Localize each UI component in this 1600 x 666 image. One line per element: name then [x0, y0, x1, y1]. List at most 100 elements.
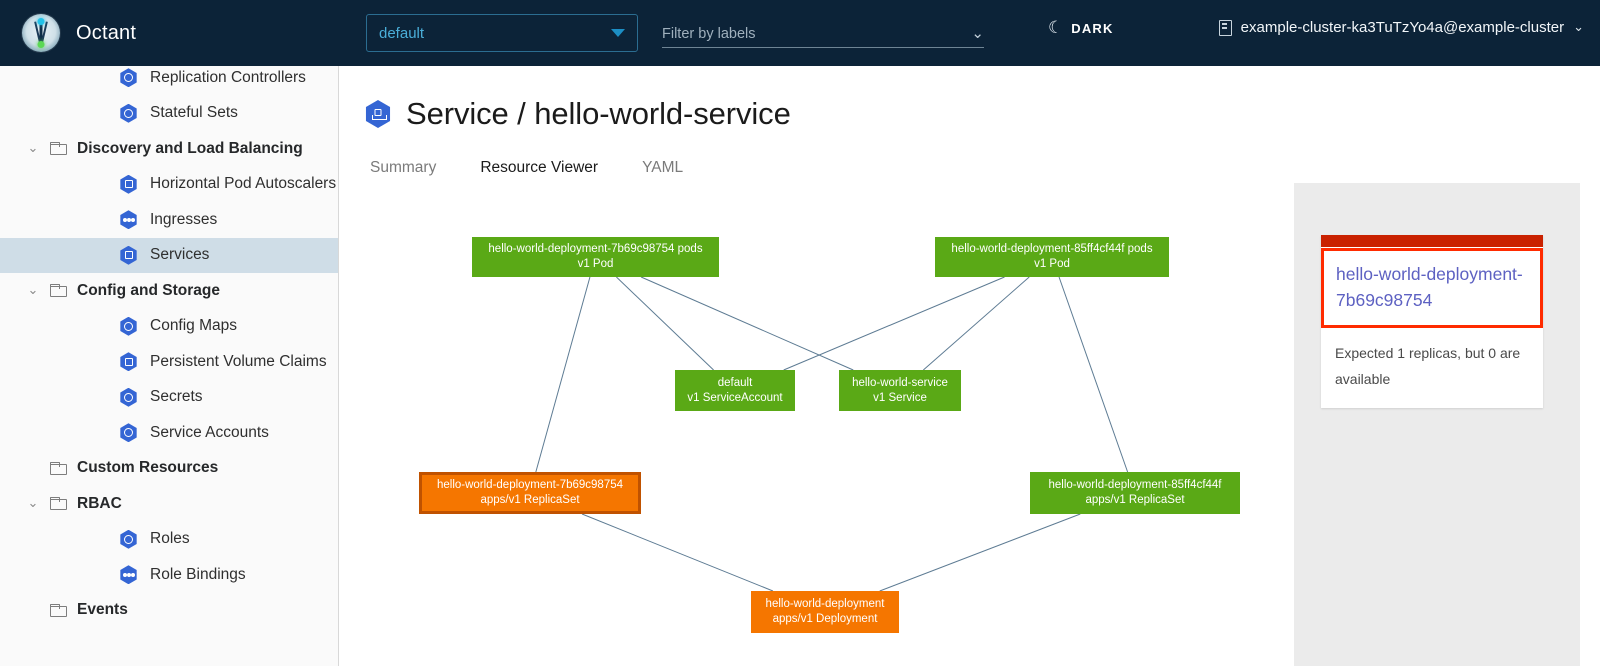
- folder-icon: [50, 603, 67, 617]
- label-filter-input[interactable]: Filter by labels ⌄: [662, 18, 984, 48]
- detail-card: hello-world-deployment-7b69c98754 Expect…: [1321, 235, 1543, 408]
- graph-node-kind: v1 Pod: [1034, 258, 1070, 270]
- sidebar-item-label: Replication Controllers: [150, 68, 306, 86]
- kubernetes-hpa-icon: [120, 174, 137, 194]
- brand[interactable]: Octant: [22, 14, 136, 52]
- chevron-down-icon: ⌄: [971, 24, 984, 42]
- detail-card-title-link[interactable]: hello-world-deployment-7b69c98754: [1336, 264, 1523, 310]
- label-filter-placeholder: Filter by labels: [662, 26, 756, 42]
- sidebar-item-label: Discovery and Load Balancing: [77, 139, 303, 157]
- sidebar-item-config-maps[interactable]: ⌄Config Maps: [0, 309, 338, 345]
- sidebar-item-roles[interactable]: ⌄Roles: [0, 522, 338, 558]
- chevron-down-icon[interactable]: ⌄: [27, 283, 39, 299]
- sidebar-item-persistent-volume-claims[interactable]: ⌄Persistent Volume Claims: [0, 344, 338, 380]
- cluster-icon: [1218, 19, 1232, 36]
- tab-yaml[interactable]: YAML: [642, 159, 684, 176]
- sidebar-item-label: Secrets: [150, 388, 203, 406]
- graph-node-kind: v1 Service: [873, 391, 927, 404]
- sidebar-item-label: Persistent Volume Claims: [150, 352, 327, 370]
- namespace-value: default: [379, 24, 425, 42]
- kubernetes-service-icon: [120, 245, 137, 265]
- cluster-selector[interactable]: example-cluster-ka3TuTzYo4a@example-clus…: [1218, 19, 1584, 36]
- sidebar-item-horizontal-pod-autoscalers[interactable]: ⌄Horizontal Pod Autoscalers: [0, 167, 338, 203]
- sidebar-item-ingresses[interactable]: ⌄Ingresses: [0, 202, 338, 238]
- sidebar-item-label: Custom Resources: [77, 459, 219, 477]
- graph-edges: [535, 276, 1129, 592]
- detail-card-title-highlight: hello-world-deployment-7b69c98754: [1321, 248, 1543, 328]
- sidebar-item-label: Stateful Sets: [150, 104, 238, 122]
- graph-edge: [1058, 276, 1129, 473]
- sidebar-item-discovery-and-load-balancing[interactable]: ⌄ Discovery and Load Balancing: [0, 131, 338, 167]
- sidebar-item-label: RBAC: [77, 494, 122, 512]
- graph-node-name: default: [717, 376, 753, 389]
- kubernetes-replicationcontroller-icon: [120, 68, 137, 88]
- graph-edge: [581, 513, 774, 592]
- sidebar-item-label: Horizontal Pod Autoscalers: [150, 175, 337, 193]
- kubernetes-configmap-icon: [120, 316, 137, 336]
- tab-resource-viewer[interactable]: Resource Viewer: [474, 159, 604, 186]
- sidebar-item-events[interactable]: ⌄Events: [0, 593, 338, 629]
- sidebar-item-secrets[interactable]: ⌄Secrets: [0, 380, 338, 416]
- graph-node-sa-default[interactable]: default v1 ServiceAccount: [675, 370, 795, 411]
- kubernetes-rolebinding-icon: [120, 565, 137, 585]
- sidebar-item-label: Role Bindings: [150, 565, 246, 583]
- cluster-name: example-cluster-ka3TuTzYo4a@example-clus…: [1240, 19, 1565, 36]
- graph-node-kind: v1 ServiceAccount: [687, 391, 783, 404]
- graph-node-name: hello-world-deployment-7b69c98754: [436, 479, 624, 491]
- folder-icon: [50, 284, 67, 298]
- sidebar[interactable]: ⌄Replica Sets⌄Replication Controllers⌄St…: [0, 56, 339, 666]
- kubernetes-statefulset-icon: [120, 103, 137, 123]
- sidebar-item-custom-resources[interactable]: ⌄Custom Resources: [0, 451, 338, 487]
- sidebar-item-label: Service Accounts: [150, 423, 269, 441]
- graph-edge: [535, 276, 591, 473]
- theme-toggle-button[interactable]: ☾ DARK: [1048, 20, 1114, 37]
- sidebar-item-rbac[interactable]: ⌄ RBAC: [0, 486, 338, 522]
- graph-node-name: hello-world-deployment-85ff4cf44f pods: [951, 243, 1153, 255]
- graph-edge: [923, 276, 1030, 371]
- graph-node-pod-85ff[interactable]: hello-world-deployment-85ff4cf44f pods v1…: [935, 237, 1169, 277]
- kubernetes-service-icon: [365, 100, 391, 128]
- kubernetes-secret-icon: [120, 387, 137, 407]
- chevron-down-icon[interactable]: ⌄: [27, 496, 39, 512]
- tab-bar: Summary Resource Viewer YAML: [364, 152, 1580, 186]
- folder-icon: [50, 142, 67, 156]
- graph-node-svc-hello[interactable]: hello-world-service v1 Service: [839, 370, 961, 411]
- top-header: Octant default Filter by labels ⌄ ☾ DARK…: [0, 0, 1600, 66]
- detail-panel: hello-world-deployment-7b69c98754 Expect…: [1294, 183, 1580, 666]
- sidebar-item-stateful-sets[interactable]: ⌄Stateful Sets: [0, 96, 338, 132]
- kubernetes-ingress-icon: [120, 210, 137, 230]
- sidebar-item-services[interactable]: ⌄Services: [0, 237, 338, 273]
- graph-edge: [879, 513, 1081, 592]
- sidebar-item-service-accounts[interactable]: ⌄Service Accounts: [0, 415, 338, 451]
- status-accent-bar: [1321, 235, 1543, 247]
- graph-node-kind: apps/v1 Deployment: [772, 613, 878, 625]
- moon-icon: ☾: [1048, 18, 1064, 38]
- graph-node-rs-7b69[interactable]: hello-world-deployment-7b69c98754 apps/v1…: [419, 472, 641, 514]
- kubernetes-serviceaccount-icon: [120, 423, 137, 443]
- graph-edge: [640, 276, 854, 371]
- graph-node-name: hello-world-deployment: [765, 598, 885, 610]
- graph-node-name: hello-world-service: [852, 376, 948, 389]
- folder-icon: [50, 497, 67, 511]
- tab-summary[interactable]: Summary: [370, 159, 437, 176]
- graph-node-kind: v1 Pod: [577, 258, 614, 270]
- sidebar-item-label: Events: [77, 601, 128, 619]
- graph-node-deploy-hello[interactable]: hello-world-deployment apps/v1 Deployment: [751, 591, 899, 633]
- graph-node-kind: apps/v1 ReplicaSet: [480, 494, 580, 506]
- graph-node-kind: apps/v1 ReplicaSet: [1085, 494, 1185, 506]
- sidebar-item-role-bindings[interactable]: ⌄Role Bindings: [0, 557, 338, 593]
- theme-toggle-label: DARK: [1071, 21, 1114, 36]
- sidebar-item-config-and-storage[interactable]: ⌄Config and Storage: [0, 273, 338, 309]
- sidebar-item-replication-controllers[interactable]: ⌄Replication Controllers: [0, 60, 338, 96]
- kubernetes-role-icon: [120, 529, 137, 549]
- sidebar-item-label: Ingresses: [150, 210, 218, 228]
- chevron-down-icon[interactable]: ⌄: [27, 141, 39, 157]
- sidebar-item-label: Roles: [150, 530, 190, 548]
- namespace-select[interactable]: default: [366, 14, 638, 52]
